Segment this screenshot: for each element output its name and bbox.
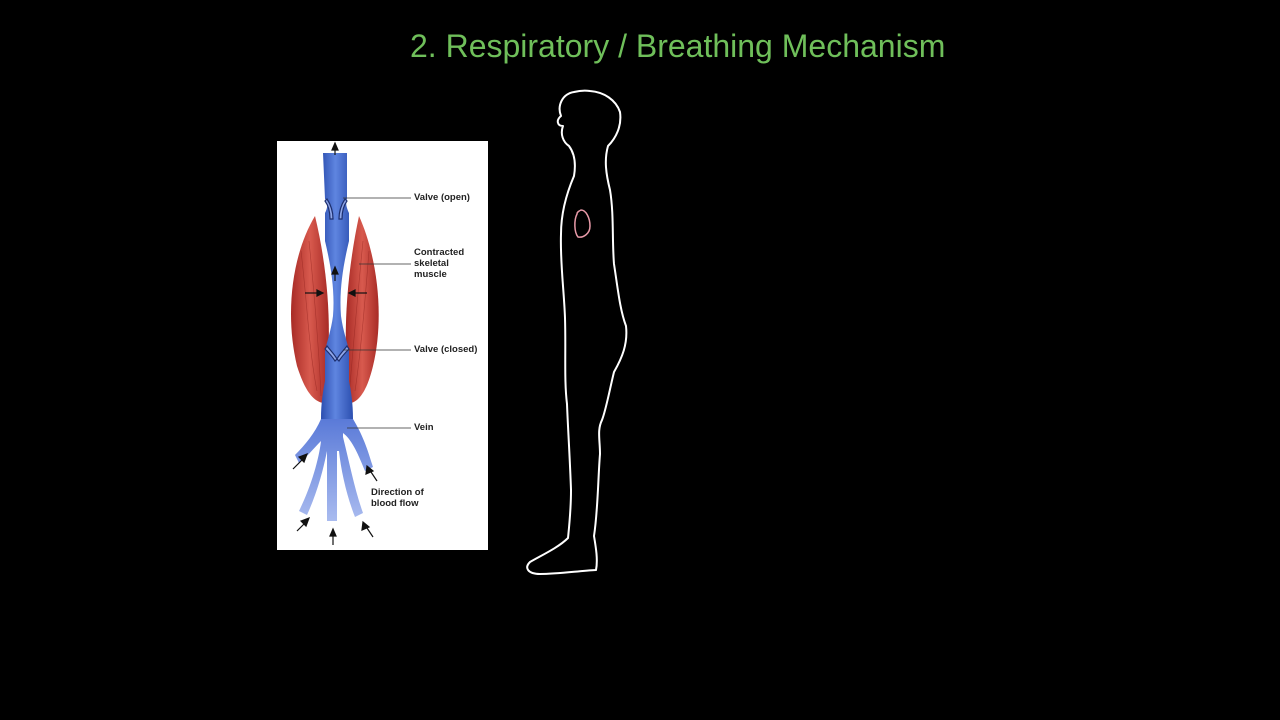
label-valve-closed: Valve (closed) <box>414 344 478 355</box>
slide-title: 2. Respiratory / Breathing Mechanism <box>410 28 946 64</box>
valve-open <box>324 198 348 220</box>
human-outline <box>526 89 628 575</box>
heart-sketch-icon <box>574 209 591 238</box>
right-muscle <box>345 216 379 403</box>
vein-valve-illustration <box>291 141 411 545</box>
vein-branches <box>295 419 373 521</box>
flow-arrows <box>292 141 378 545</box>
label-vein: Vein <box>414 422 434 433</box>
label-contracted-muscle: Contracted skeletal muscle <box>414 247 465 280</box>
label-valve-open: Valve (open) <box>414 192 470 203</box>
left-muscle <box>291 216 329 403</box>
label-direction-of-flow: Direction of blood flow <box>371 487 424 509</box>
muscle-pump-diagram: Valve (open) Contracted skeletal muscle … <box>277 141 488 550</box>
